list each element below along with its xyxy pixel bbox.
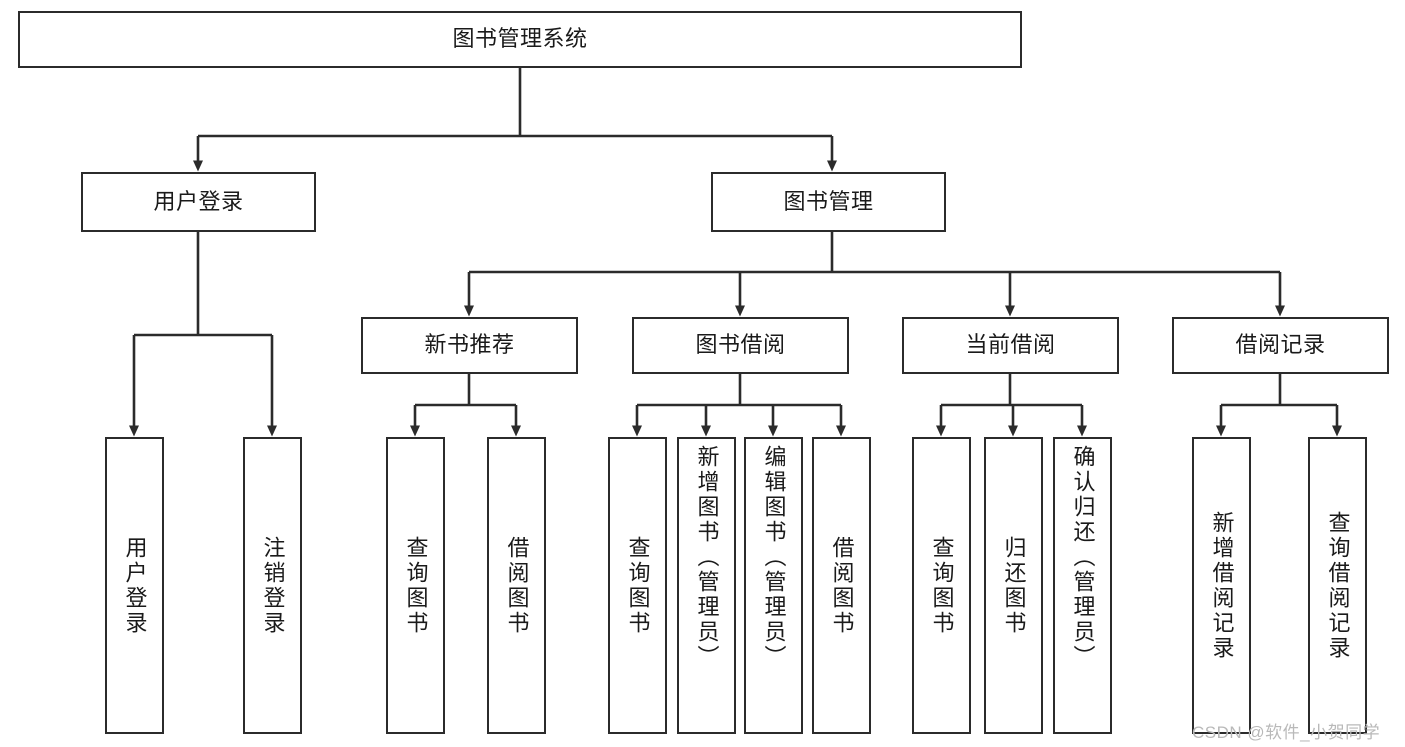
node-leaf-query-book-rec-label: 查询图书 (403, 535, 429, 636)
node-leaf-query-book-rec[interactable]: 查询图书 (386, 437, 445, 734)
node-leaf-confirm-return-admin[interactable]: 确认归还（管理员） (1053, 437, 1112, 734)
node-leaf-add-book-admin[interactable]: 新增图书（管理员） (677, 437, 736, 734)
node-leaf-add-borrow-record-label: 新增借阅记录 (1209, 510, 1235, 661)
node-leaf-logout-login[interactable]: 注销登录 (243, 437, 302, 734)
node-leaf-query-book-cur-label: 查询图书 (929, 535, 955, 636)
node-leaf-return-book[interactable]: 归还图书 (984, 437, 1043, 734)
node-book-borrow-label: 图书借阅 (695, 332, 786, 358)
node-root-label: 图书管理系统 (452, 26, 588, 52)
node-leaf-query-book-cur[interactable]: 查询图书 (912, 437, 971, 734)
node-leaf-edit-book-admin-label: 编辑图书（管理员） (761, 445, 787, 670)
node-root[interactable]: 图书管理系统 (18, 11, 1022, 68)
node-current-borrow[interactable]: 当前借阅 (902, 317, 1119, 374)
node-current-borrow-label: 当前借阅 (965, 332, 1056, 358)
node-leaf-borrow-book-rec-label: 借阅图书 (504, 535, 530, 636)
node-leaf-edit-book-admin[interactable]: 编辑图书（管理员） (744, 437, 803, 734)
node-leaf-query-book[interactable]: 查询图书 (608, 437, 667, 734)
node-leaf-logout-login-label: 注销登录 (260, 535, 286, 636)
node-user-login-label: 用户登录 (153, 188, 244, 214)
node-new-book-recommend-label: 新书推荐 (424, 332, 515, 358)
node-book-manage-label: 图书管理 (783, 188, 874, 214)
node-leaf-user-login[interactable]: 用户登录 (105, 437, 164, 734)
node-leaf-return-book-label: 归还图书 (1001, 535, 1027, 636)
node-leaf-query-borrow-record-label: 查询借阅记录 (1325, 510, 1351, 661)
node-new-book-recommend[interactable]: 新书推荐 (361, 317, 578, 374)
node-book-manage[interactable]: 图书管理 (711, 172, 946, 232)
node-leaf-borrow-book-rec[interactable]: 借阅图书 (487, 437, 546, 734)
node-leaf-user-login-label: 用户登录 (122, 535, 148, 636)
node-borrow-record[interactable]: 借阅记录 (1172, 317, 1389, 374)
node-leaf-add-borrow-record[interactable]: 新增借阅记录 (1192, 437, 1251, 734)
node-borrow-record-label: 借阅记录 (1235, 332, 1326, 358)
node-book-borrow[interactable]: 图书借阅 (632, 317, 849, 374)
node-leaf-query-borrow-record[interactable]: 查询借阅记录 (1308, 437, 1367, 734)
node-leaf-borrow-book[interactable]: 借阅图书 (812, 437, 871, 734)
node-user-login[interactable]: 用户登录 (81, 172, 316, 232)
node-leaf-confirm-return-admin-label: 确认归还（管理员） (1070, 445, 1096, 670)
node-leaf-query-book-label: 查询图书 (625, 535, 651, 636)
node-leaf-add-book-admin-label: 新增图书（管理员） (694, 445, 720, 670)
csdn-watermark: CSDN @软件_小贺同学 (1192, 723, 1381, 742)
node-leaf-borrow-book-label: 借阅图书 (829, 535, 855, 636)
